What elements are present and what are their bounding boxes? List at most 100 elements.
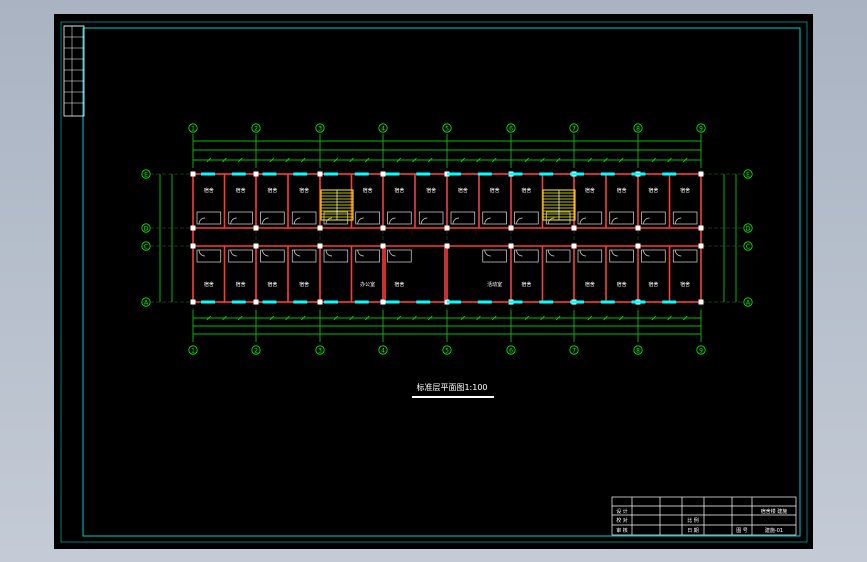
structural-column xyxy=(508,243,514,249)
dim-tick xyxy=(365,315,370,321)
axis-label-bottom: 1 xyxy=(191,348,195,355)
room-label-south: 宿舍 xyxy=(521,281,531,288)
dim-tick xyxy=(619,157,624,163)
dim-tick xyxy=(333,157,338,163)
title-block-project: 宿舍楼 建施 xyxy=(761,508,788,515)
dim-tick xyxy=(492,315,497,321)
dim-tick xyxy=(428,315,433,321)
axis-bubble-top xyxy=(442,123,452,133)
dim-tick xyxy=(301,157,306,163)
dim-tick xyxy=(412,157,417,163)
door-swing-south xyxy=(611,249,618,257)
bathroom-south xyxy=(672,249,698,263)
axis-label-bottom: 4 xyxy=(381,348,385,355)
door-swing-south xyxy=(547,249,555,257)
structural-column xyxy=(317,171,323,177)
room-label-north: 宿舍 xyxy=(394,187,404,194)
dim-tick xyxy=(524,315,529,321)
dim-tick xyxy=(492,157,497,163)
dim-tick xyxy=(651,157,656,163)
room-label-north: 宿舍 xyxy=(490,187,500,194)
axis-bubble-left xyxy=(141,169,151,179)
axis-label-left: D xyxy=(144,226,149,233)
door-swing-south xyxy=(389,249,396,257)
door-swing-north xyxy=(357,217,364,225)
stairs-group xyxy=(320,189,576,221)
window-north xyxy=(385,172,400,176)
bathroom-north xyxy=(228,211,253,225)
dim-tick xyxy=(460,157,465,163)
axis-label-left: C xyxy=(144,244,148,251)
dim-tick xyxy=(269,157,274,163)
window-south xyxy=(293,300,308,304)
room-label-north: 宿舍 xyxy=(521,187,531,194)
door-swing-north xyxy=(611,217,618,225)
structural-column xyxy=(253,243,259,249)
stair-west xyxy=(320,189,354,221)
dim-tick xyxy=(651,315,656,321)
dim-tick xyxy=(667,157,672,163)
axis-bubble-top xyxy=(633,123,643,133)
bathroom-south xyxy=(196,249,222,263)
title-block-label: 校 对 xyxy=(616,517,628,524)
door-swing-north xyxy=(389,217,396,225)
axis-label-right: A xyxy=(746,300,751,307)
drawing-title: 标准层平面图1:100 xyxy=(416,382,487,392)
structural-column xyxy=(571,243,577,249)
structural-column xyxy=(698,225,704,231)
axis-bubble-right xyxy=(743,169,753,179)
axis-label-bottom: 6 xyxy=(509,348,513,355)
dim-tick xyxy=(365,157,370,163)
axis-label-top: 7 xyxy=(572,126,576,133)
dim-tick xyxy=(540,315,545,321)
structural-column xyxy=(190,299,196,305)
axis-bubble-top xyxy=(569,123,579,133)
structural-column xyxy=(380,299,386,305)
bathroom-north xyxy=(355,211,380,225)
room-label-north: 宿舍 xyxy=(458,187,468,194)
structural-column xyxy=(380,225,386,231)
door-swing-south xyxy=(674,249,682,257)
window-south xyxy=(477,300,492,304)
window-north xyxy=(477,172,492,176)
axis-label-bottom: 5 xyxy=(445,348,449,355)
window-south xyxy=(570,300,584,304)
dim-tick xyxy=(396,315,401,321)
axis-label-top: 9 xyxy=(699,126,703,133)
dim-tick xyxy=(556,315,561,321)
title-block-label: 审 核 xyxy=(616,527,628,534)
axis-bubble-bottom xyxy=(378,345,388,355)
bathroom-north xyxy=(672,211,698,225)
window-south xyxy=(631,300,646,304)
axis-bubble-bottom xyxy=(251,345,261,355)
axis-label-top: 3 xyxy=(318,126,322,133)
structural-column xyxy=(317,243,323,249)
title-block-label: 设 计 xyxy=(616,508,628,515)
door-swing-north xyxy=(674,217,682,225)
axis-bubble-bottom xyxy=(696,345,706,355)
window-north xyxy=(539,172,554,176)
structural-column xyxy=(444,225,450,231)
axis-bubble-bottom xyxy=(506,345,516,355)
room-label-north: 宿舍 xyxy=(236,187,246,194)
door-swing-north xyxy=(547,217,555,225)
window-south xyxy=(201,300,215,304)
structural-column xyxy=(508,225,514,231)
bathroom-north xyxy=(323,211,349,225)
window-south xyxy=(354,300,369,304)
window-north xyxy=(447,172,461,176)
dim-tick xyxy=(460,315,465,321)
bathroom-north xyxy=(482,211,507,225)
door-swing-north xyxy=(452,217,460,225)
window-north xyxy=(631,172,646,176)
window-north xyxy=(570,172,584,176)
stair-east xyxy=(542,189,576,221)
dim-tick xyxy=(206,157,211,163)
margin-title-strip xyxy=(63,25,85,117)
window-south xyxy=(600,300,615,304)
room-label-north: 宿舍 xyxy=(648,187,658,194)
axis-label-top: 6 xyxy=(509,126,513,133)
dim-tick xyxy=(349,157,354,163)
